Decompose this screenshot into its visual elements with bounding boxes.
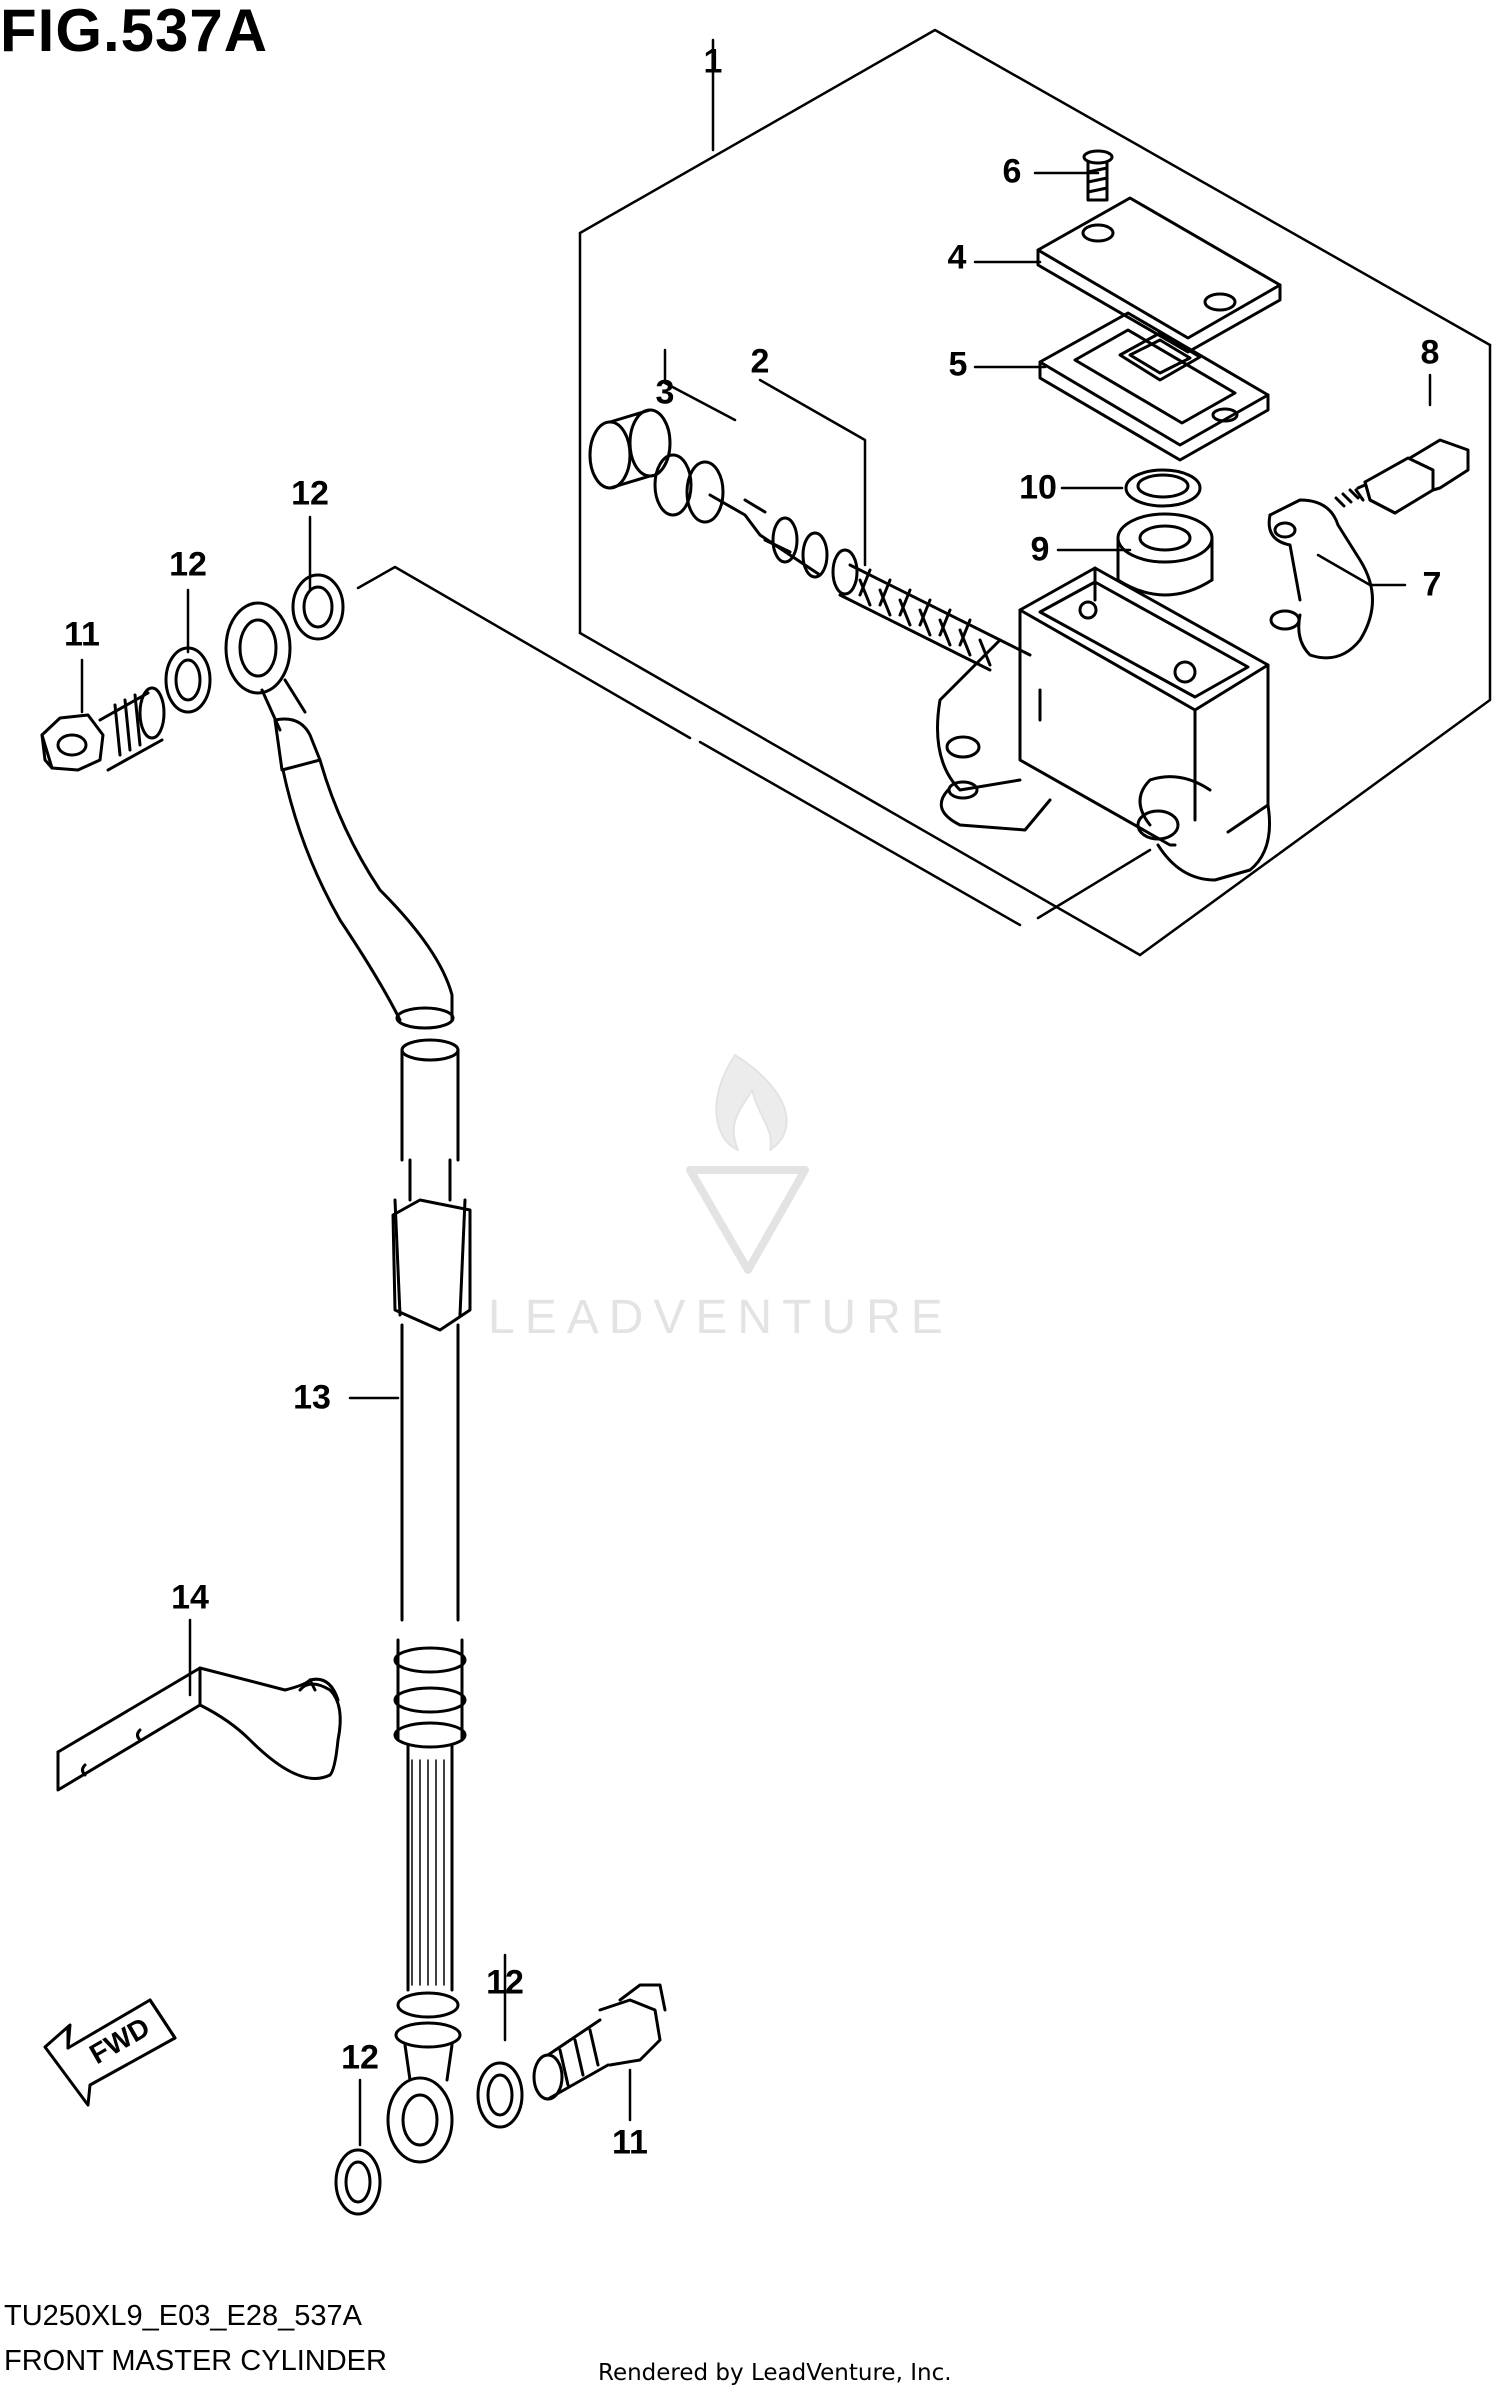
handlebar-clamp (1267, 498, 1374, 660)
master-cylinder-body (936, 566, 1272, 882)
callout-4: 4 (947, 238, 967, 277)
diaphragm (1038, 311, 1270, 462)
callout-11-upper: 11 (64, 615, 100, 654)
screw-part (1082, 149, 1114, 202)
callout-8: 8 (1420, 333, 1440, 372)
callout-10: 10 (1019, 468, 1057, 507)
callout-11-lower: 11 (612, 2123, 648, 2162)
callout-6: 6 (1002, 152, 1022, 191)
figure-code: TU250XL9_E03_E28_537A (4, 2300, 362, 2332)
reservoir-cap (1036, 196, 1282, 354)
assembly-box-outline (578, 28, 1492, 957)
callout-12-d: 12 (341, 2038, 379, 2077)
o-ring-10 (1124, 468, 1202, 508)
callout-2: 2 (750, 342, 770, 381)
callout-13: 13 (293, 1378, 331, 1417)
callout-12-a: 12 (291, 474, 329, 513)
callout-7: 7 (1422, 565, 1442, 604)
callout-12-b: 12 (169, 545, 207, 584)
callout-14: 14 (171, 1578, 209, 1617)
callout-1: 1 (703, 42, 723, 81)
render-credit: Rendered by LeadVenture, Inc. (598, 2360, 952, 2386)
forward-arrow-icon (43, 1998, 177, 2107)
figure-name: FRONT MASTER CYLINDER (4, 2345, 387, 2377)
callout-5: 5 (948, 345, 968, 384)
piston-kit (588, 408, 1002, 672)
callout-12-c: 12 (486, 1963, 524, 2002)
hose-bracket (56, 1666, 342, 1792)
watermark-logo (686, 1054, 809, 1274)
bushing-9 (1116, 512, 1214, 597)
leader-lines (80, 171, 1432, 2147)
figure-title: FIG.537A (0, 0, 269, 64)
banjo-bolt-upper (40, 686, 166, 772)
callout-9: 9 (1030, 530, 1050, 569)
callout-3: 3 (655, 373, 675, 412)
brake-hose (224, 601, 472, 2164)
banjo-bolt-lower (532, 1983, 667, 2101)
watermark-text: LEADVENTURE (488, 1291, 953, 1344)
clamp-bolt (1334, 438, 1470, 515)
washers (164, 573, 524, 2216)
